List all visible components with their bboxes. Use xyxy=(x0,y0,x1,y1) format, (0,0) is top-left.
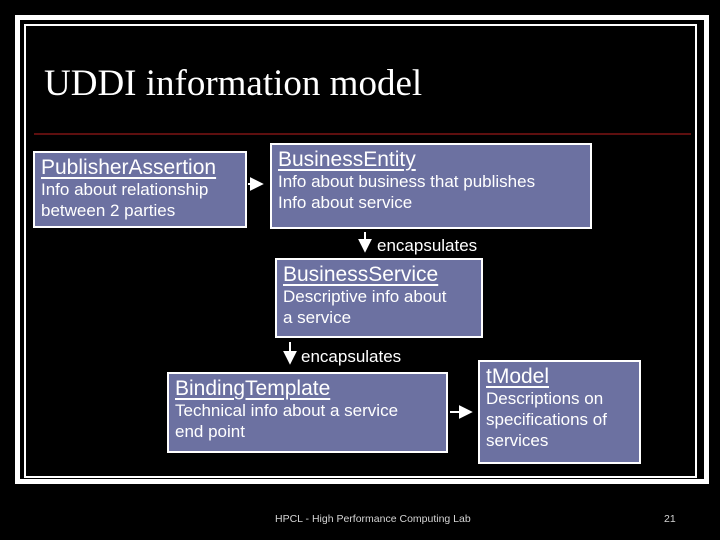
slide-frame-outer xyxy=(15,15,709,484)
label-encapsulates-bottom: encapsulates xyxy=(301,347,402,366)
page-number: 21 xyxy=(664,513,676,525)
slide-frame-inner xyxy=(24,24,697,478)
box-binding-template-body: Technical info about a service end point xyxy=(175,401,399,441)
box-business-entity: BusinessEntity Info about business that … xyxy=(270,143,592,229)
footer-text: HPCL - High Performance Computing Lab xyxy=(275,513,471,525)
box-business-entity-title: BusinessEntity xyxy=(278,148,416,171)
box-t-model-body: Descriptions on specifications of servic… xyxy=(486,389,607,450)
page-title: UDDI information model xyxy=(44,63,423,104)
box-t-model-title: tModel xyxy=(486,365,550,388)
box-publisher-assertion: PublisherAssertion Info about relationsh… xyxy=(33,151,247,228)
box-binding-template-title: BindingTemplate xyxy=(175,377,331,400)
box-business-service: BusinessService Descriptive info about a… xyxy=(275,258,483,338)
box-business-entity-body: Info about business that publishes Info … xyxy=(278,172,536,212)
box-publisher-assertion-body: Info about relationship between 2 partie… xyxy=(41,180,209,220)
box-business-service-body: Descriptive info about a service xyxy=(283,287,447,327)
box-business-service-title: BusinessService xyxy=(283,263,439,286)
box-binding-template: BindingTemplate Technical info about a s… xyxy=(167,372,448,453)
label-encapsulates-top: encapsulates xyxy=(377,236,478,255)
box-t-model: tModel Descriptions on specifications of… xyxy=(478,360,641,464)
title-divider xyxy=(34,133,691,135)
box-publisher-assertion-title: PublisherAssertion xyxy=(41,156,217,179)
